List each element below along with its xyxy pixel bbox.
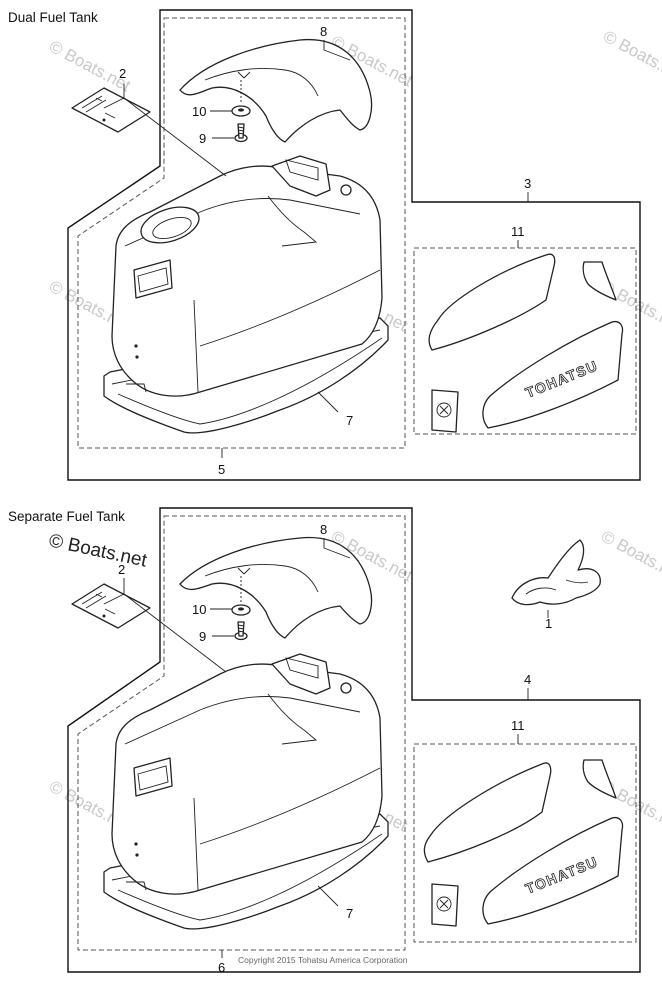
leader-line <box>323 538 351 559</box>
watermark: © Boats.net <box>598 527 662 586</box>
callout-part-10: 10 <box>192 602 206 617</box>
callout-part-10: 10 <box>192 104 206 119</box>
screw <box>234 621 248 641</box>
cover-assembly-box <box>77 515 406 951</box>
callout-part-2: 2 <box>119 66 126 81</box>
decal-set-box <box>413 743 637 943</box>
washer <box>231 576 251 616</box>
screw <box>234 123 248 143</box>
watermark-prominent: © Boats.net <box>47 530 149 571</box>
label-plate <box>71 87 151 133</box>
decal-set: TOHATSU <box>428 253 624 433</box>
watermark: © Boats.net <box>600 27 662 86</box>
top-handle <box>179 536 373 639</box>
callout-part-9: 9 <box>199 629 206 644</box>
decal-set: TOHATSU <box>423 759 624 927</box>
callout-part-8: 8 <box>320 24 327 39</box>
engine-top-cover <box>111 155 383 397</box>
leader-line <box>317 885 339 907</box>
callout-part-6: 6 <box>218 960 225 975</box>
callout-part-4: 4 <box>524 672 531 687</box>
assembly-frame <box>67 9 641 481</box>
section-title: Dual Fuel Tank <box>8 10 98 25</box>
callout-part-7: 7 <box>346 906 353 921</box>
callout-part-8: 8 <box>320 522 327 537</box>
callout-part-11: 11 <box>511 224 525 239</box>
assembly-frame <box>67 507 641 973</box>
leader-line <box>103 84 227 177</box>
script-decal <box>511 539 601 606</box>
top-handle <box>179 38 373 143</box>
callout-part-11: 11 <box>511 718 525 733</box>
section-title: Separate Fuel Tank <box>8 509 125 524</box>
leader-line <box>323 40 351 61</box>
copyright-notice: Copyright 2015 Tohatsu America Corporati… <box>238 955 408 965</box>
section-dual-fuel-tank: Dual Fuel Tank <box>8 9 641 481</box>
callout-part-5: 5 <box>218 462 225 477</box>
callout-part-9: 9 <box>199 131 206 146</box>
callout-part-2: 2 <box>118 562 125 577</box>
washer <box>231 80 251 117</box>
callout-part-7: 7 <box>346 413 353 428</box>
engine-top-cover <box>111 653 383 895</box>
callout-part-3: 3 <box>524 176 531 191</box>
decal-set-box <box>413 247 637 435</box>
label-plate <box>71 583 151 629</box>
section-separate-fuel-tank: Separate Fuel Tank © Boats.net <box>8 507 641 975</box>
cover-assembly-box <box>77 17 406 449</box>
leader-line <box>103 578 227 673</box>
callout-part-1: 1 <box>545 616 552 631</box>
leader-line <box>317 391 339 413</box>
